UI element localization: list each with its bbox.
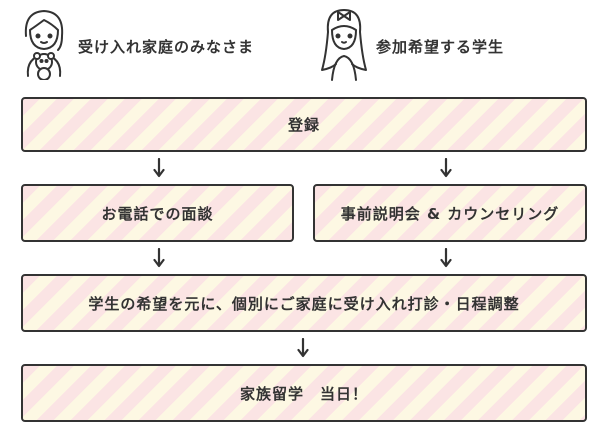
- step-phone-interview-label: お電話での面談: [101, 204, 214, 223]
- step-briefing-label: 事前説明会 & カウンセリング: [340, 204, 560, 223]
- down-arrow-icon: [153, 158, 165, 178]
- student-avatar-icon: [316, 4, 372, 82]
- step-briefing-box: 事前説明会 & カウンセリング: [313, 184, 587, 242]
- step-register-box: 登録: [21, 97, 587, 152]
- step-register-label: 登録: [287, 116, 320, 134]
- students-label: 参加希望する学生: [376, 38, 505, 56]
- down-arrow-icon: [440, 248, 452, 268]
- step-phone-interview-box: お電話での面談: [21, 184, 294, 242]
- family-avatar-icon: [18, 6, 70, 81]
- step-matching-box: 学生の希望を元に、個別にご家庭に受け入れ打診・日程調整: [21, 274, 587, 332]
- families-label: 受け入れ家庭のみなさま: [78, 38, 255, 56]
- down-arrow-icon: [153, 248, 165, 268]
- down-arrow-icon: [297, 338, 309, 358]
- step-day-of-label: 家族留学 当日！: [239, 384, 368, 403]
- step-day-of-box: 家族留学 当日！: [21, 364, 587, 422]
- down-arrow-icon: [440, 158, 452, 178]
- step-matching-label: 学生の希望を元に、個別にご家庭に受け入れ打診・日程調整: [88, 294, 520, 313]
